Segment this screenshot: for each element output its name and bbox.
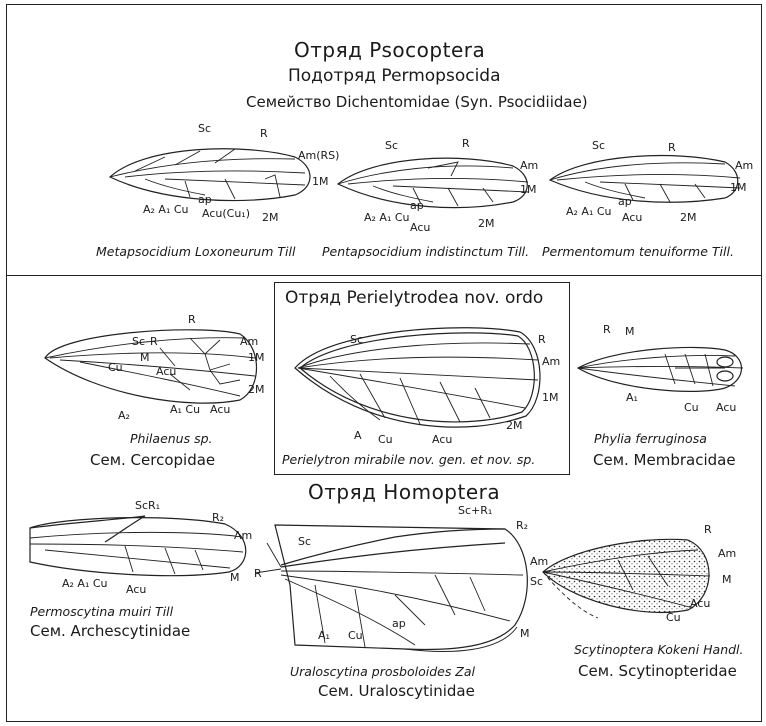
phylia-label-cu: Cu: [684, 402, 699, 413]
pentapsocidium-caption: Pentapsocidium indistinctum Till.: [322, 246, 529, 259]
philaenus-label-sc: Sc: [132, 336, 145, 347]
perielytron-caption: Perielytron mirabile nov. gen. et nov. s…: [282, 454, 535, 467]
philaenus-label-2m: 2M: [248, 384, 265, 395]
metapsocidium-label-sc: Sc: [198, 123, 211, 134]
permentomum-label-acu: Acu: [622, 212, 642, 223]
scytinoptera-caption: Scytinoptera Kokeni Handl.: [574, 644, 744, 657]
metapsocidium-label-1m: 1M: [312, 176, 329, 187]
permentomum-label-am: Am: [735, 160, 753, 171]
uraloscytina-label-r: R: [254, 568, 262, 579]
phylia-wing-drawing: [575, 340, 750, 400]
philaenus-label-r-tip: R: [188, 314, 196, 325]
permentomum-label-sc: Sc: [592, 140, 605, 151]
phylia-label-r: R: [603, 324, 611, 335]
phylia-label-m: M: [625, 326, 635, 337]
philaenus-label-a2: A₂: [118, 410, 130, 421]
metapsocidium-label-2m: 2M: [262, 212, 279, 223]
permoscytina-label-r2: R₂: [212, 512, 224, 523]
uraloscytina-label-sc: Sc: [298, 536, 311, 547]
uraloscytina-label-cu: Cu: [348, 630, 363, 641]
perielytron-label-r: R: [538, 334, 546, 345]
cercopidae-family: Сем. Cercopidae: [90, 453, 215, 468]
phylia-label-a1: A₁: [626, 392, 638, 403]
metapsocidium-label-a2a1cu: A₂ A₁ Cu: [143, 204, 189, 215]
metapsocidium-label-r: R: [260, 128, 268, 139]
permentomum-label-a2a1cu: A₂ A₁ Cu: [566, 206, 612, 217]
permentomum-label-2m: 2M: [680, 212, 697, 223]
permentomum-label-1m: 1M: [730, 182, 747, 193]
perielytron-label-cu: Cu: [378, 434, 393, 445]
scytinoptera-label-m: M: [722, 574, 732, 585]
pentapsocidium-label-am: Am: [520, 160, 538, 171]
philaenus-label-acu: Acu: [156, 366, 176, 377]
perielytrodea-order-title: Отряд Perielytrodea nov. ordo: [285, 290, 543, 307]
scytinoptera-label-am: Am: [718, 548, 736, 559]
phylia-label-acu: Acu: [716, 402, 736, 413]
membracidae-family: Сем. Membracidae: [593, 453, 736, 468]
uraloscytina-label-scr1: Sc+R₁: [458, 505, 492, 516]
pentapsocidium-label-1m: 1M: [520, 184, 537, 195]
permentomum-label-ap: ap: [618, 196, 632, 207]
perielytron-label-2m: 2M: [506, 420, 523, 431]
pentapsocidium-label-ap: ap: [410, 200, 424, 211]
pentapsocidium-label-acu: Acu: [410, 222, 430, 233]
scytinopteridae-family: Сем. Scytinopteridae: [578, 664, 737, 679]
homoptera-order-title: Отряд Homoptera: [308, 482, 500, 502]
uraloscytinidae-family: Сем. Uraloscytinidae: [318, 684, 475, 699]
permentomum-label-r: R: [668, 142, 676, 153]
permoscytina-label-scr1: ScR₁: [135, 500, 160, 511]
pentapsocidium-label-sc: Sc: [385, 140, 398, 151]
scytinoptera-label-sc: Sc: [530, 576, 543, 587]
uraloscytina-caption: Uraloscytina prosboloides Zal: [290, 666, 475, 679]
philaenus-wing-drawing: [40, 318, 260, 408]
uraloscytina-label-r2: R₂: [516, 520, 528, 531]
phylia-caption: Phylia ferruginosa: [594, 433, 707, 446]
archescytinidae-family: Сем. Archescytinidae: [30, 624, 190, 639]
perielytron-label-sc: Sc: [350, 334, 363, 345]
metapsocidium-label-ap: ap: [198, 194, 212, 205]
pentapsocidium-label-2m: 2M: [478, 218, 495, 229]
philaenus-label-a1cu: A₁ Cu: [170, 404, 200, 415]
philaenus-label-cu: Cu: [108, 362, 123, 373]
philaenus-label-1m: 1M: [248, 352, 265, 363]
permoscytina-label-acu: Acu: [126, 584, 146, 595]
philaenus-label-m: M: [140, 352, 150, 363]
philaenus-label-am: Am: [240, 336, 258, 347]
uraloscytina-label-a1: A₁: [318, 630, 330, 641]
pentapsocidium-label-r: R: [462, 138, 470, 149]
scytinoptera-wing-drawing: [538, 530, 718, 625]
uraloscytina-label-m: M: [520, 628, 530, 639]
scytinoptera-label-acu: Acu: [690, 598, 710, 609]
permoscytina-label-a2a1cu: A₂ A₁ Cu: [62, 578, 108, 589]
scytinoptera-label-cu: Cu: [666, 612, 681, 623]
psocoptera-family-title: Семейство Dichentomidae (Syn. Psocidiida…: [246, 95, 588, 110]
philaenus-label-r: R: [150, 336, 158, 347]
philaenus-caption: Philaenus sp.: [130, 433, 213, 446]
metapsocidium-label-acu: Acu(Cu₁): [202, 208, 250, 219]
perielytron-label-acu: Acu: [432, 434, 452, 445]
perielytron-label-a: A: [354, 430, 362, 441]
pentapsocidium-label-a2a1cu: A₂ A₁ Cu: [364, 212, 410, 223]
permentomum-caption: Permentomum tenuiforme Till.: [542, 246, 734, 259]
perielytron-label-am: Am: [542, 356, 560, 367]
perielytron-label-1m: 1M: [542, 392, 559, 403]
metapsocidium-caption: Metapsocidium Loxoneurum Till: [96, 246, 295, 259]
permoscytina-label-am: Am: [234, 530, 252, 541]
uraloscytina-label-ap: ap: [392, 618, 406, 629]
psocoptera-suborder-title: Подотряд Permopsocida: [288, 68, 501, 85]
permoscytina-label-m: M: [230, 572, 240, 583]
philaenus-label-acu-bottom: Acu: [210, 404, 230, 415]
scytinoptera-label-r: R: [704, 524, 712, 535]
pentapsocidium-wing-drawing: [333, 140, 533, 220]
psocoptera-order-title: Отряд Psocoptera: [294, 40, 485, 60]
permoscytina-caption: Permoscytina muiri Till: [30, 606, 173, 619]
